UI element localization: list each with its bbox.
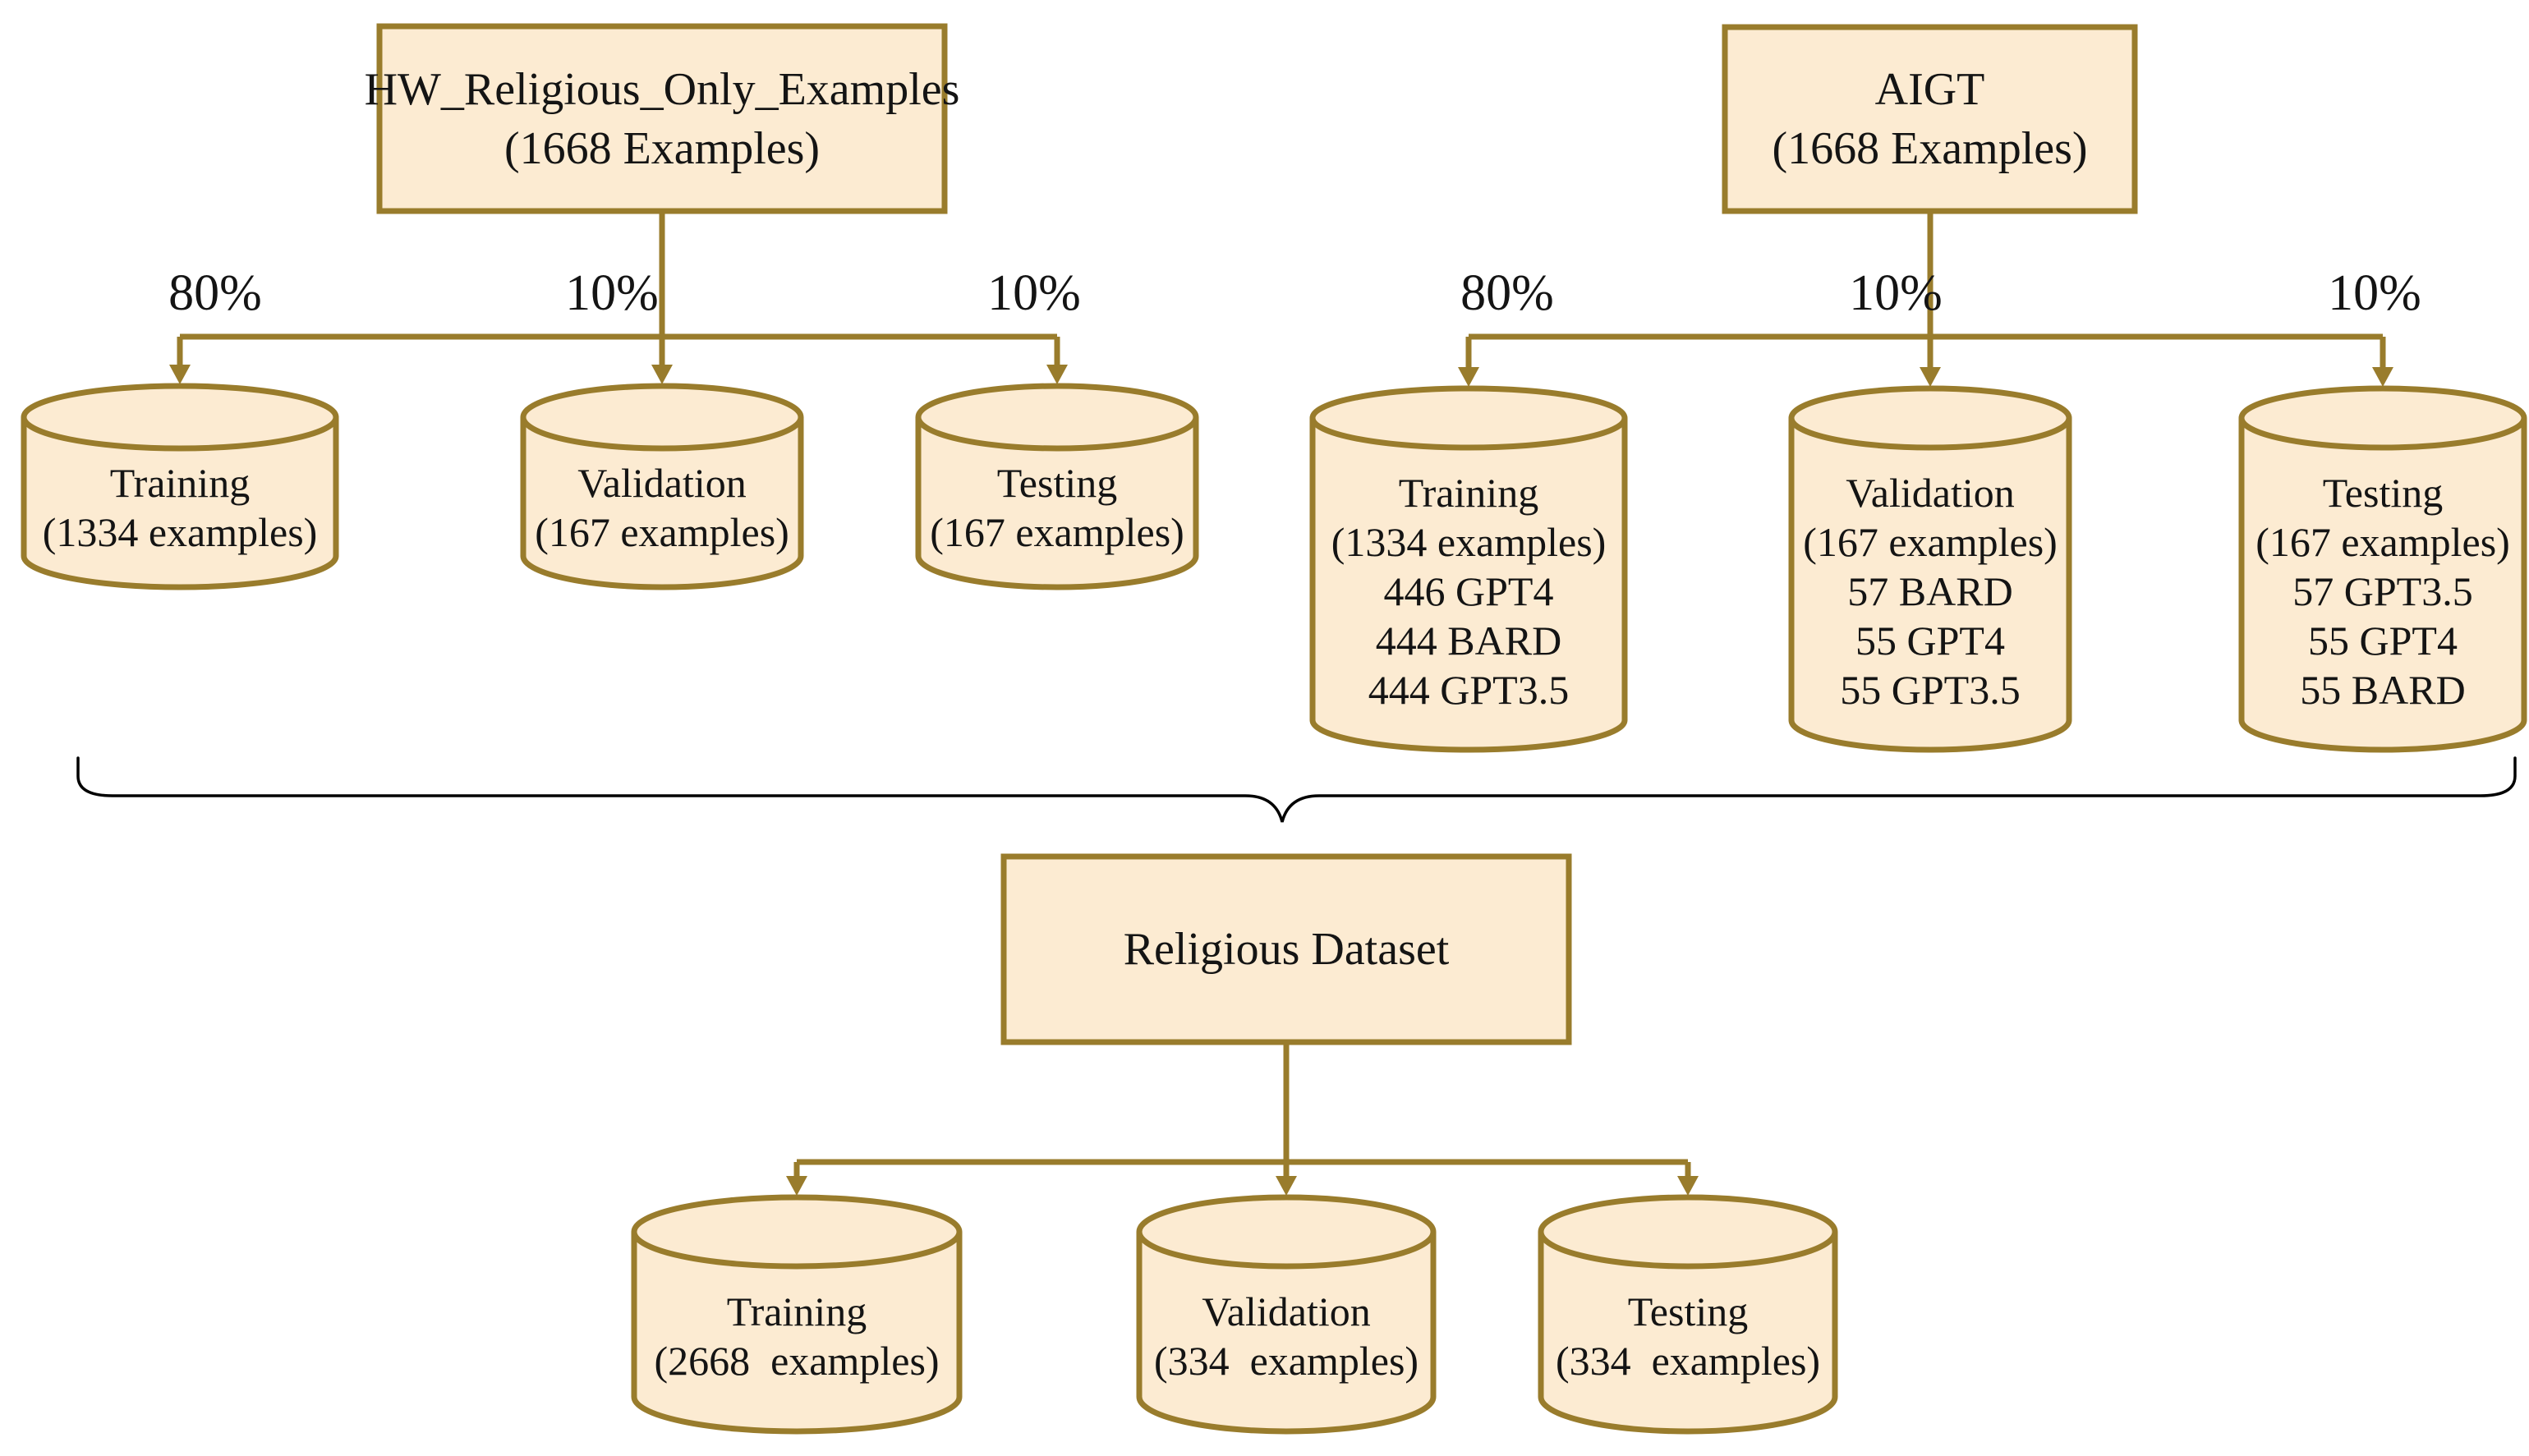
arrowhead-aigt-validation	[1920, 367, 1941, 387]
arrowhead-hw-validation	[651, 365, 673, 384]
merged-validation-cylinder-label: Validation (334 examples)	[1153, 1288, 1419, 1384]
cylinder-body	[21, 417, 339, 590]
cylinder-body	[520, 417, 804, 590]
arrowhead-aigt-testing	[2372, 367, 2393, 387]
hw-validation-cylinder	[520, 383, 804, 590]
aigt-training-cylinder-label: Training (1334 examples) 446 GPT4 444 BA…	[1331, 470, 1607, 713]
arrowhead-merged-training	[786, 1176, 807, 1196]
aigt-testing-cylinder	[2238, 385, 2527, 753]
hw-split-10b-label: 10%	[987, 265, 1081, 321]
aigt-connector	[1458, 211, 2393, 387]
hw-validation-cylinder-label: Validation (167 examples)	[535, 459, 789, 555]
merged-testing-cylinder-label: Testing (334 examples)	[1555, 1288, 1821, 1384]
cylinder-top	[2238, 385, 2527, 451]
cylinder-body	[1309, 418, 1628, 753]
merged-training-cylinder	[631, 1194, 963, 1435]
hw-split-80-label: 80%	[168, 265, 262, 321]
cylinder-top	[1136, 1194, 1437, 1270]
hw-testing-cylinder	[915, 383, 1199, 590]
merged-testing-cylinder	[1538, 1194, 1838, 1435]
hw-training-cylinder	[21, 383, 339, 590]
arrowhead-aigt-training	[1458, 367, 1479, 387]
arrowhead-merged-validation	[1276, 1176, 1297, 1196]
arrowhead-merged-testing	[1677, 1176, 1699, 1196]
arrowhead-hw-testing	[1046, 365, 1068, 384]
aigt-split-10b-label: 10%	[2328, 265, 2421, 321]
merged-connector	[786, 1042, 1699, 1196]
aigt-validation-cylinder-label: Validation (167 examples) 57 BARD 55 GPT…	[1803, 470, 2058, 713]
arrowhead-hw-training	[169, 365, 191, 384]
cylinder-top	[1788, 385, 2072, 451]
hw-connector-lines	[177, 211, 1060, 366]
merged-validation-cylinder	[1136, 1194, 1437, 1435]
cylinder-body	[1538, 1232, 1838, 1435]
cylinder-body	[915, 417, 1199, 590]
religious-dataset-label: Religious Dataset	[1123, 924, 1450, 975]
cylinder-top	[631, 1194, 963, 1270]
religious-dataset-box	[1000, 853, 1572, 1045]
aigt-split-10a-label: 10%	[1849, 265, 1943, 321]
aigt-connector-lines	[1465, 211, 2386, 369]
cylinder-top	[1309, 385, 1628, 451]
hw-source-box	[376, 23, 948, 214]
aigt-testing-cylinder-label: Testing (167 examples) 57 GPT3.5 55 GPT4…	[2255, 470, 2510, 713]
aigt-source-box	[1722, 24, 2138, 214]
hw-split-10a-label: 10%	[565, 265, 659, 321]
merged-connector-lines	[793, 1042, 1691, 1178]
cylinder-top	[1538, 1194, 1838, 1270]
cylinder-body	[1136, 1232, 1437, 1435]
cylinder-top	[520, 383, 804, 452]
hw-source-label: HW_Religious_Only_Examples (1668 Example…	[364, 63, 960, 174]
aigt-split-80-label: 80%	[1460, 265, 1554, 321]
merge-brace	[76, 756, 2517, 823]
cylinder-top	[21, 383, 339, 452]
hw-connector	[169, 211, 1068, 384]
merged-training-cylinder-label: Training (2668 examples)	[654, 1288, 940, 1384]
cylinder-body	[2238, 418, 2527, 753]
hw-training-cylinder-label: Training (1334 examples)	[42, 459, 318, 555]
aigt-training-cylinder	[1309, 385, 1628, 753]
cylinder-top	[915, 383, 1199, 452]
hw-testing-cylinder-label: Testing (167 examples)	[930, 459, 1184, 555]
cylinder-body	[631, 1232, 963, 1435]
aigt-source-label: AIGT (1668 Examples)	[1772, 64, 2088, 174]
aigt-validation-cylinder	[1788, 385, 2072, 753]
cylinder-body	[1788, 418, 2072, 753]
